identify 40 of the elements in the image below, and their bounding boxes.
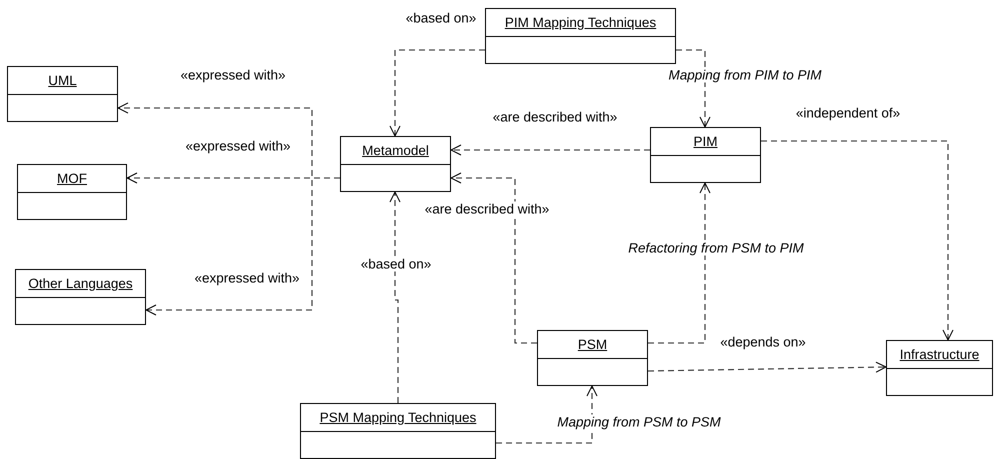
- class-name: PIM: [693, 134, 718, 149]
- class-box: [340, 136, 451, 192]
- edge-label: «independent of»: [794, 106, 902, 120]
- edge-label: «expressed with»: [178, 68, 288, 82]
- dependency-arrow: [648, 182, 710, 344]
- class-box: [650, 127, 761, 183]
- dependency-arrow: [496, 386, 598, 444]
- edge-label: «expressed with»: [183, 138, 293, 154]
- dependency-arrow: [450, 144, 650, 156]
- edge-label: Mapping from PSM to PSM: [555, 414, 723, 430]
- class-box: [7, 66, 118, 122]
- class-box: [300, 403, 496, 459]
- edge-label: «are described with»: [490, 110, 620, 124]
- dependency-arrow: [390, 192, 400, 403]
- class-name: PSM Mapping Techniques: [320, 410, 476, 425]
- class-name: MOF: [57, 171, 87, 186]
- class-box: [886, 340, 993, 396]
- class-name: Metamodel: [362, 143, 429, 158]
- class-name: PIM Mapping Techniques: [504, 15, 656, 30]
- dependency-arrow: [676, 49, 710, 128]
- edge-label: «are described with»: [422, 202, 552, 216]
- dependency-arrow: [146, 177, 340, 316]
- edge-label: «based on»: [358, 256, 434, 272]
- class-box: [485, 8, 676, 64]
- edge-label: «based on»: [404, 10, 478, 26]
- dependency-arrow: [648, 362, 886, 373]
- dependency-arrow: [450, 172, 537, 344]
- edge-label: «depends on»: [718, 334, 808, 350]
- class-name: UML: [48, 73, 77, 88]
- class-box: [17, 164, 127, 220]
- class-name: PSM: [578, 337, 608, 352]
- dependency-arrow: [761, 140, 954, 340]
- class-box: [537, 330, 648, 386]
- class-name: Infrastructure: [900, 347, 980, 362]
- class-name: Other Languages: [28, 276, 133, 291]
- edge-label: Refactoring from PSM to PIM: [626, 240, 806, 256]
- class-box: [15, 269, 146, 325]
- edge-label: Mapping from PIM to PIM: [666, 68, 824, 82]
- dependency-arrow: [390, 49, 485, 136]
- edge-label: «expressed with»: [192, 270, 302, 286]
